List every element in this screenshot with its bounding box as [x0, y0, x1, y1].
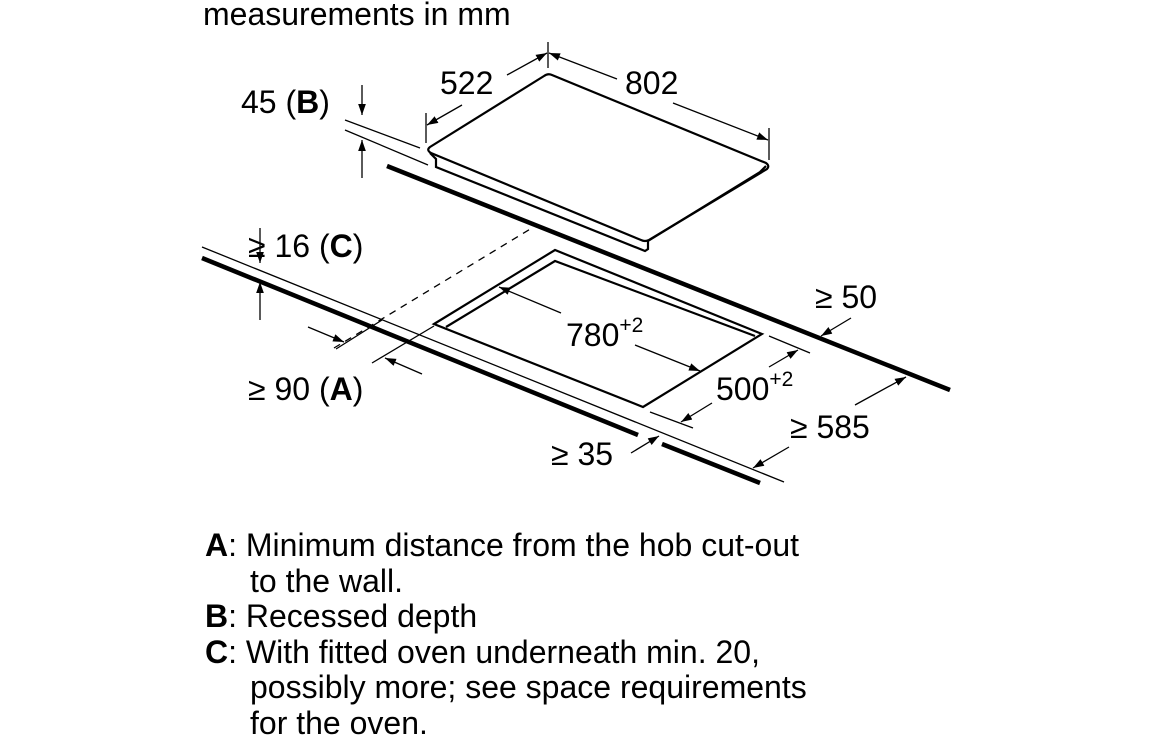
- worktop-front-top-edge: [201, 246, 785, 483]
- legend-text: : With fitted oven underneath min. 20,: [228, 633, 760, 670]
- legend-key: B: [205, 598, 229, 634]
- legend: A: Minimum distance from the hob cut-out…: [205, 527, 807, 741]
- legend-item-b: B: Recessed depth: [205, 598, 807, 635]
- legend-text: : Minimum distance from the hob cut-out: [228, 527, 800, 563]
- worktop-back-edge: [386, 163, 951, 393]
- legend-text: possibly more; see space requirements: [250, 669, 807, 705]
- legend-key: C: [205, 633, 229, 670]
- legend-item-a: A: Minimum distance from the hob cut-out: [205, 527, 807, 564]
- hob-width-label: 802: [625, 65, 678, 101]
- hob: [427, 73, 770, 253]
- legend-key: A: [205, 527, 229, 563]
- worktop-front-edge: [201, 255, 639, 438]
- rear-clearance-label: ≥ 50: [815, 279, 877, 315]
- worktop-thickness-label: ≥ 16 (C): [248, 228, 363, 264]
- title: measurements in mm: [203, 0, 511, 32]
- worktop-front-edge-right: [661, 441, 761, 486]
- front-clearance-label: ≥ 35: [551, 436, 613, 472]
- legend-text: for the oven.: [250, 704, 428, 741]
- recess-depth-label: 45 (B): [241, 84, 330, 120]
- cutout-depth-label: 500+2: [716, 368, 793, 407]
- hob-depth-label: 522: [440, 65, 493, 101]
- cutout-width-label: 780+2: [566, 314, 643, 353]
- wall-distance-label: ≥ 90 (A): [248, 371, 363, 407]
- legend-text: to the wall.: [250, 562, 403, 599]
- worktop-depth-label: ≥ 585: [790, 409, 870, 445]
- legend-item-c: C: With fitted oven underneath min. 20,: [205, 633, 807, 671]
- legend-text: : Recessed depth: [228, 598, 478, 634]
- cutout: [431, 248, 765, 409]
